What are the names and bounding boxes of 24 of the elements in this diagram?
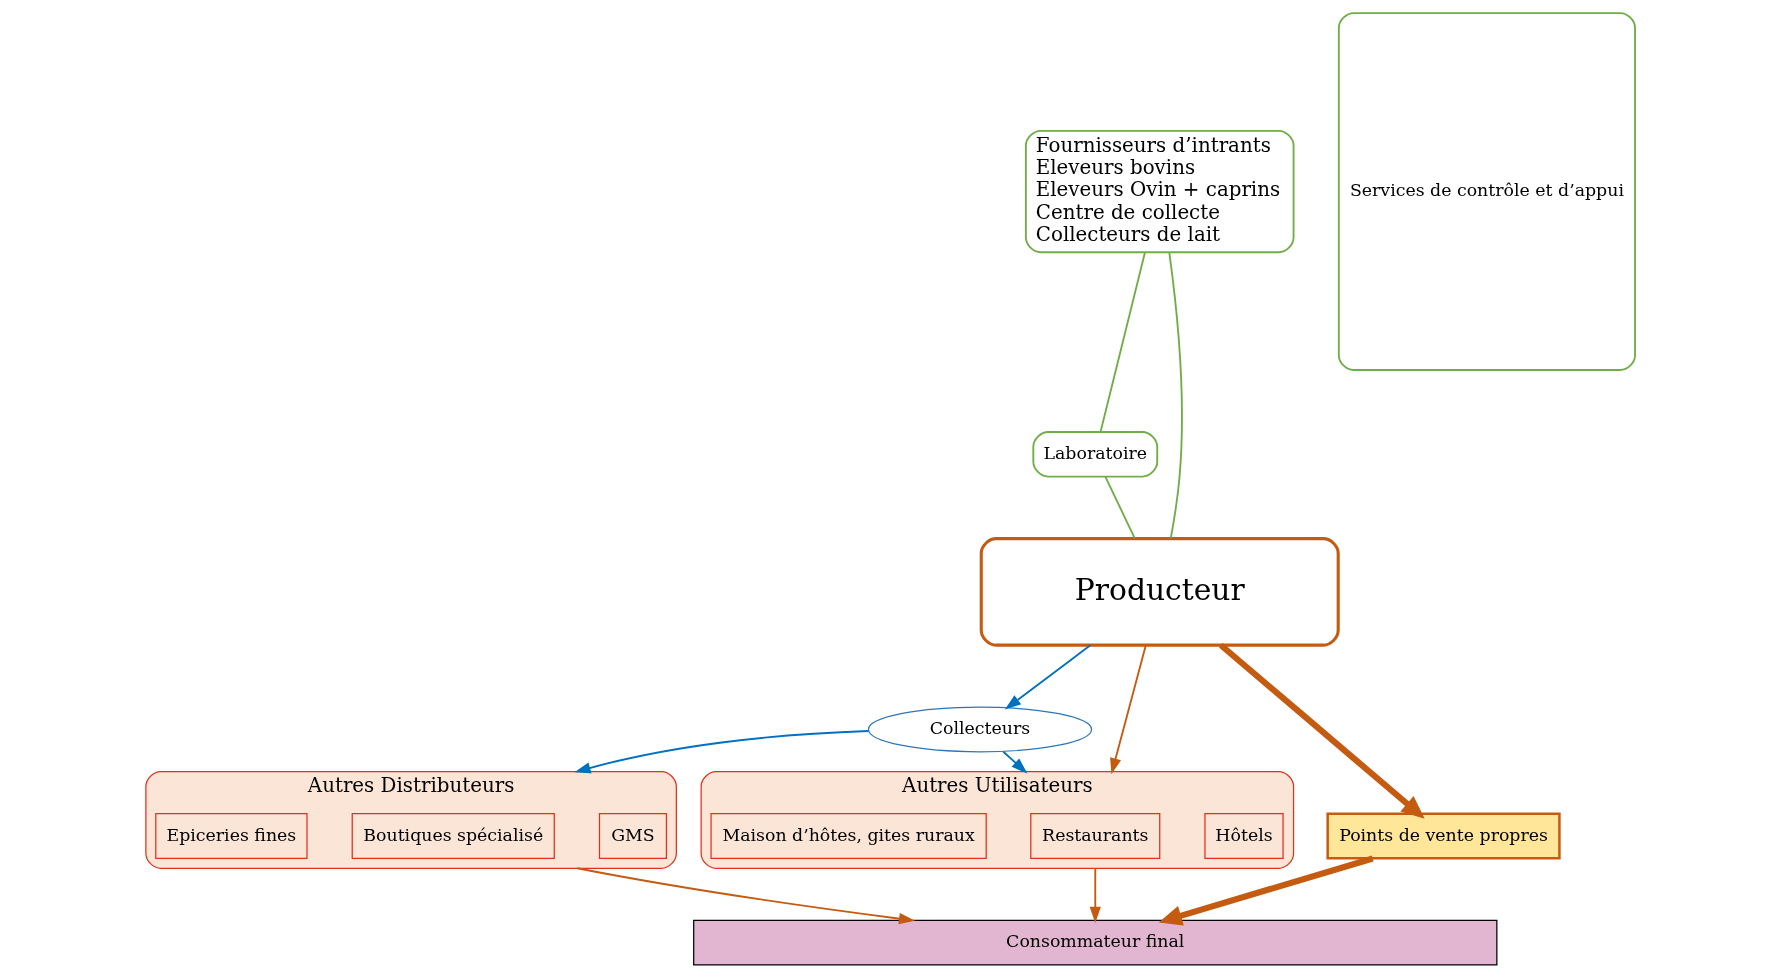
connector: [1167, 251, 1183, 539]
node-box: Fournisseurs d’intrants Eleveurs bovins Eleveurs Ovin + caprins Centre de collecte Collecteurs de lait: [1024, 129, 1294, 254]
connector: [1103, 475, 1136, 540]
node-box: Producteur: [979, 537, 1340, 647]
arrow: [1109, 644, 1147, 775]
arrow: [1089, 867, 1101, 923]
node-box: Epiceries fines: [154, 813, 308, 859]
node-box: Boutiques spécialisé: [351, 813, 555, 859]
arrow: [575, 867, 915, 925]
node-box: Services de contrôle et d’appui: [1337, 12, 1636, 371]
node-box: Laboratoire: [1031, 431, 1158, 478]
node-ellipse: Collecteurs: [867, 706, 1092, 753]
node-box: Hôtels: [1203, 813, 1284, 859]
node-box: Consommateur final: [692, 919, 1497, 966]
arrow: [1158, 855, 1374, 926]
connector: [1099, 251, 1146, 433]
arrow: [1004, 644, 1091, 710]
node-box: GMS: [598, 813, 667, 859]
arrow: [573, 730, 869, 774]
arrow: [1218, 642, 1425, 819]
arrow: [1001, 750, 1027, 774]
node-box: Maison d’hôtes, gites ruraux: [709, 813, 987, 859]
node-box: Restaurants: [1029, 813, 1160, 859]
node-box: Points de vente propres: [1325, 812, 1561, 860]
